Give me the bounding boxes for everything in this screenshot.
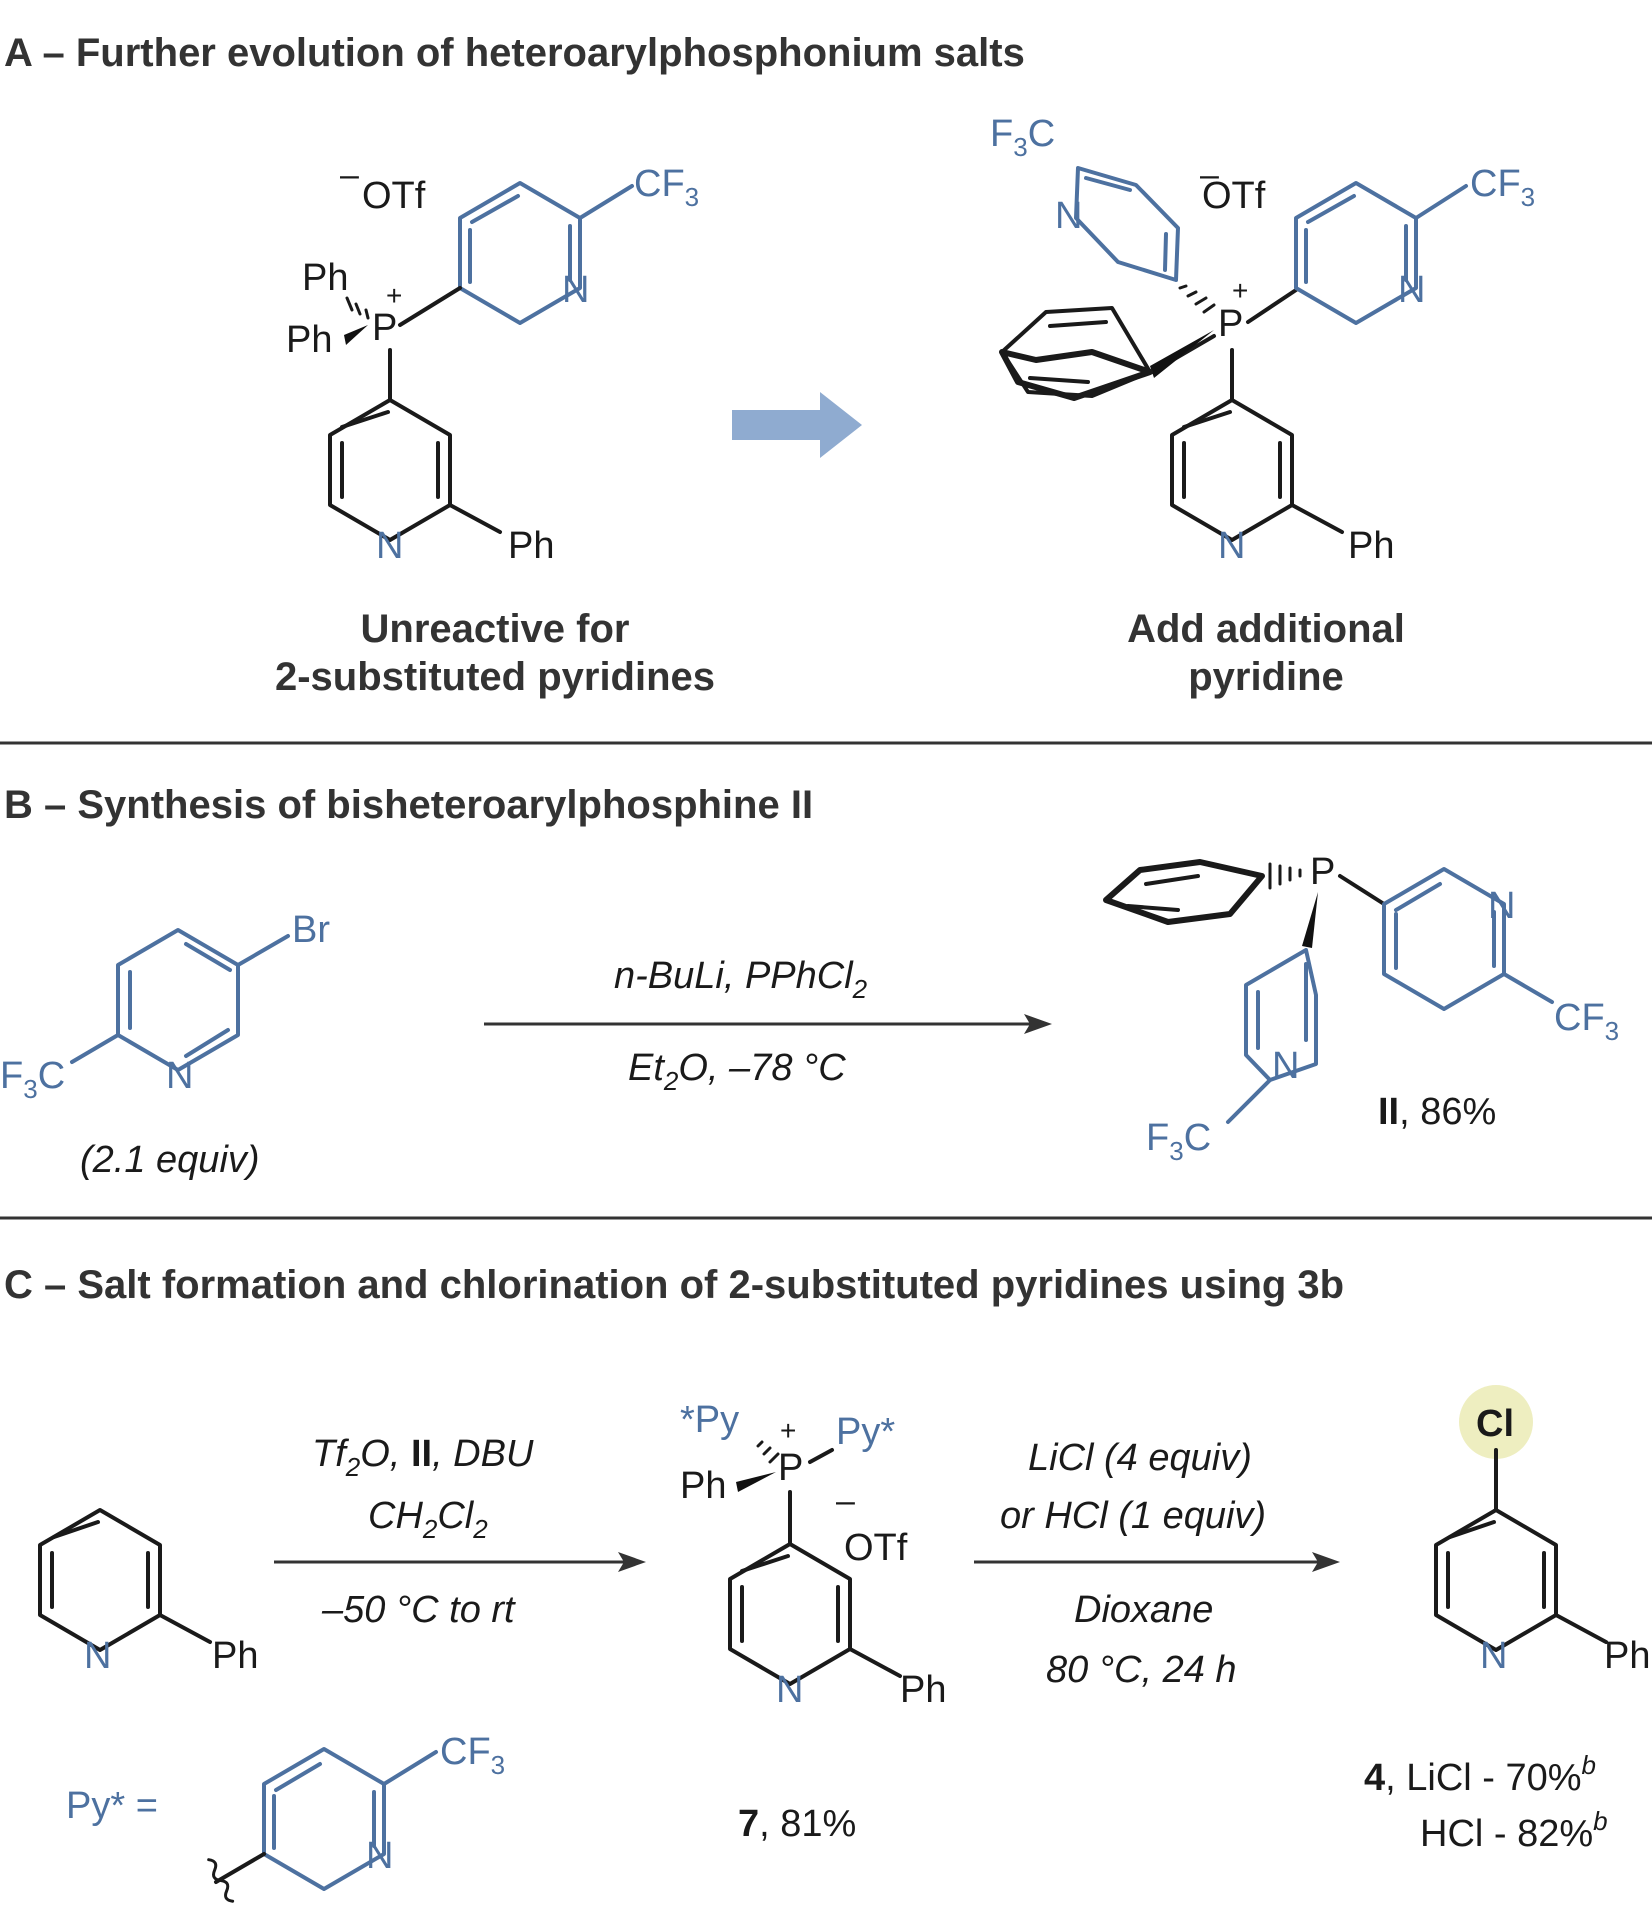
pyridine-cf3-ring	[458, 181, 634, 325]
atom-cf3: CF3	[440, 1731, 505, 1780]
atom-ph-2: Ph	[286, 319, 332, 361]
hashed-bond	[1178, 284, 1216, 314]
atom-n: N	[1055, 195, 1082, 237]
charge-plus: +	[780, 1415, 796, 1446]
pyridine-cf3-right	[1246, 181, 1468, 325]
wedge-bond	[736, 1472, 776, 1492]
atom-p: P	[778, 1447, 803, 1489]
atom-n: N	[1488, 885, 1515, 927]
condition-c2-line2: or HCl (1 equiv)	[1000, 1495, 1266, 1537]
atom-n: N	[1480, 1635, 1507, 1677]
wedge-bond	[344, 325, 368, 345]
product-b-label: II, 86%	[1378, 1091, 1496, 1133]
structure-b-product: P	[1103, 851, 1554, 1124]
condition-c2-line4: 80 °C, 24 h	[1046, 1649, 1237, 1691]
atom-ph: Ph	[900, 1669, 946, 1711]
condition-c1-line1: Tf2O, II, DBU	[312, 1433, 534, 1482]
arrow-head	[618, 1552, 646, 1572]
structure-b-bromopyridine	[70, 928, 290, 1072]
atom-n: N	[1218, 525, 1245, 567]
caption-right-1: Add additional	[1127, 607, 1405, 651]
hashed-bond	[756, 1440, 780, 1464]
atom-p: P	[1310, 851, 1335, 893]
condition-b-top: n-BuLi, PPhCl2	[614, 955, 868, 1004]
atom-star-py: *Py	[680, 1399, 739, 1441]
atom-py-star: Py*	[836, 1411, 895, 1453]
phenyl-ring	[999, 306, 1216, 401]
atom-n: N	[166, 1055, 193, 1097]
atom-n: N	[376, 525, 403, 567]
atom-n: N	[776, 1669, 803, 1711]
structure-c-intermediate-7: *Py P + Py* Ph –OTf	[680, 1399, 908, 1686]
atom-f3c: F3C	[990, 113, 1055, 162]
product-yield-hcl: HCl - 82%b	[1420, 1806, 1608, 1855]
intermediate-label: 7, 81%	[738, 1803, 856, 1845]
structure-a-left: N CF3 P + Ph Ph –OTf N Ph	[286, 156, 699, 567]
caption-left-2: 2-substituted pyridines	[275, 655, 715, 699]
caption-left-1: Unreactive for	[361, 607, 630, 651]
structure-a-right: N F3C P + –OTf N CF3	[990, 113, 1535, 567]
structure-c-py-star	[207, 1747, 438, 1903]
py-star-definition: Py* =	[66, 1785, 158, 1827]
section-a-title: A – Further evolution of heteroarylphosp…	[4, 31, 1025, 75]
atom-ph: Ph	[1348, 525, 1394, 567]
anion-otf: –OTf	[340, 156, 426, 217]
atom-cl: Cl	[1476, 1403, 1514, 1445]
reagent-equiv: (2.1 equiv)	[80, 1139, 260, 1181]
anion-otf: –OTf	[1200, 156, 1266, 217]
atom-ph-1: Ph	[302, 257, 348, 299]
condition-c2-line3: Dioxane	[1074, 1589, 1213, 1631]
atom-p: P	[1218, 303, 1243, 345]
anion-otf: –OTf	[836, 1482, 908, 1569]
hashed-bond	[345, 296, 370, 320]
charge-plus: +	[386, 280, 402, 311]
section-c-title: C – Salt formation and chlorination of 2…	[4, 1263, 1344, 1307]
atom-cf3: CF3	[1470, 163, 1535, 212]
structure-c-2-phenylpyridine	[38, 1508, 212, 1652]
atom-n: N	[1398, 269, 1425, 311]
pyridine-2-phenyl-ring	[1170, 398, 1344, 542]
atom-n: N	[1272, 1045, 1299, 1087]
condition-c1-line3: –50 °C to rt	[321, 1589, 516, 1631]
section-b-title: B – Synthesis of bisheteroarylphosphine …	[4, 783, 813, 827]
pyridine-2-phenyl-ring	[328, 398, 502, 542]
atom-n: N	[84, 1635, 111, 1677]
atom-ph: Ph	[212, 1635, 258, 1677]
atom-cf3: CF3	[1554, 997, 1619, 1046]
arrow-head	[1312, 1552, 1340, 1572]
chlorine-highlight	[1459, 1385, 1533, 1459]
atom-n: N	[562, 269, 589, 311]
atom-p: P	[372, 307, 397, 349]
arrow-head	[1024, 1014, 1052, 1034]
charge-plus: +	[1232, 275, 1248, 306]
atom-br: Br	[292, 909, 330, 951]
product-yield-licl: 4, LiCl - 70%b	[1364, 1750, 1596, 1799]
condition-b-bottom: Et2O, –78 °C	[628, 1047, 846, 1096]
atom-f3c: F3C	[0, 1055, 65, 1104]
condition-c2-line1: LiCl (4 equiv)	[1028, 1437, 1252, 1479]
atom-ph: Ph	[680, 1465, 726, 1507]
atom-cf3: CF3	[634, 163, 699, 212]
condition-c1-line2: CH2Cl2	[368, 1495, 488, 1544]
structure-c-product-4	[1434, 1385, 1608, 1652]
evolution-arrow	[732, 392, 862, 458]
pyridine-cf3-top	[1074, 166, 1180, 282]
atom-ph: Ph	[1604, 1635, 1650, 1677]
atom-ph: Ph	[508, 525, 554, 567]
atom-f3c: F3C	[1146, 1117, 1211, 1166]
atom-n: N	[366, 1835, 393, 1877]
hashed-bond	[1268, 862, 1302, 890]
caption-right-2: pyridine	[1188, 655, 1344, 699]
